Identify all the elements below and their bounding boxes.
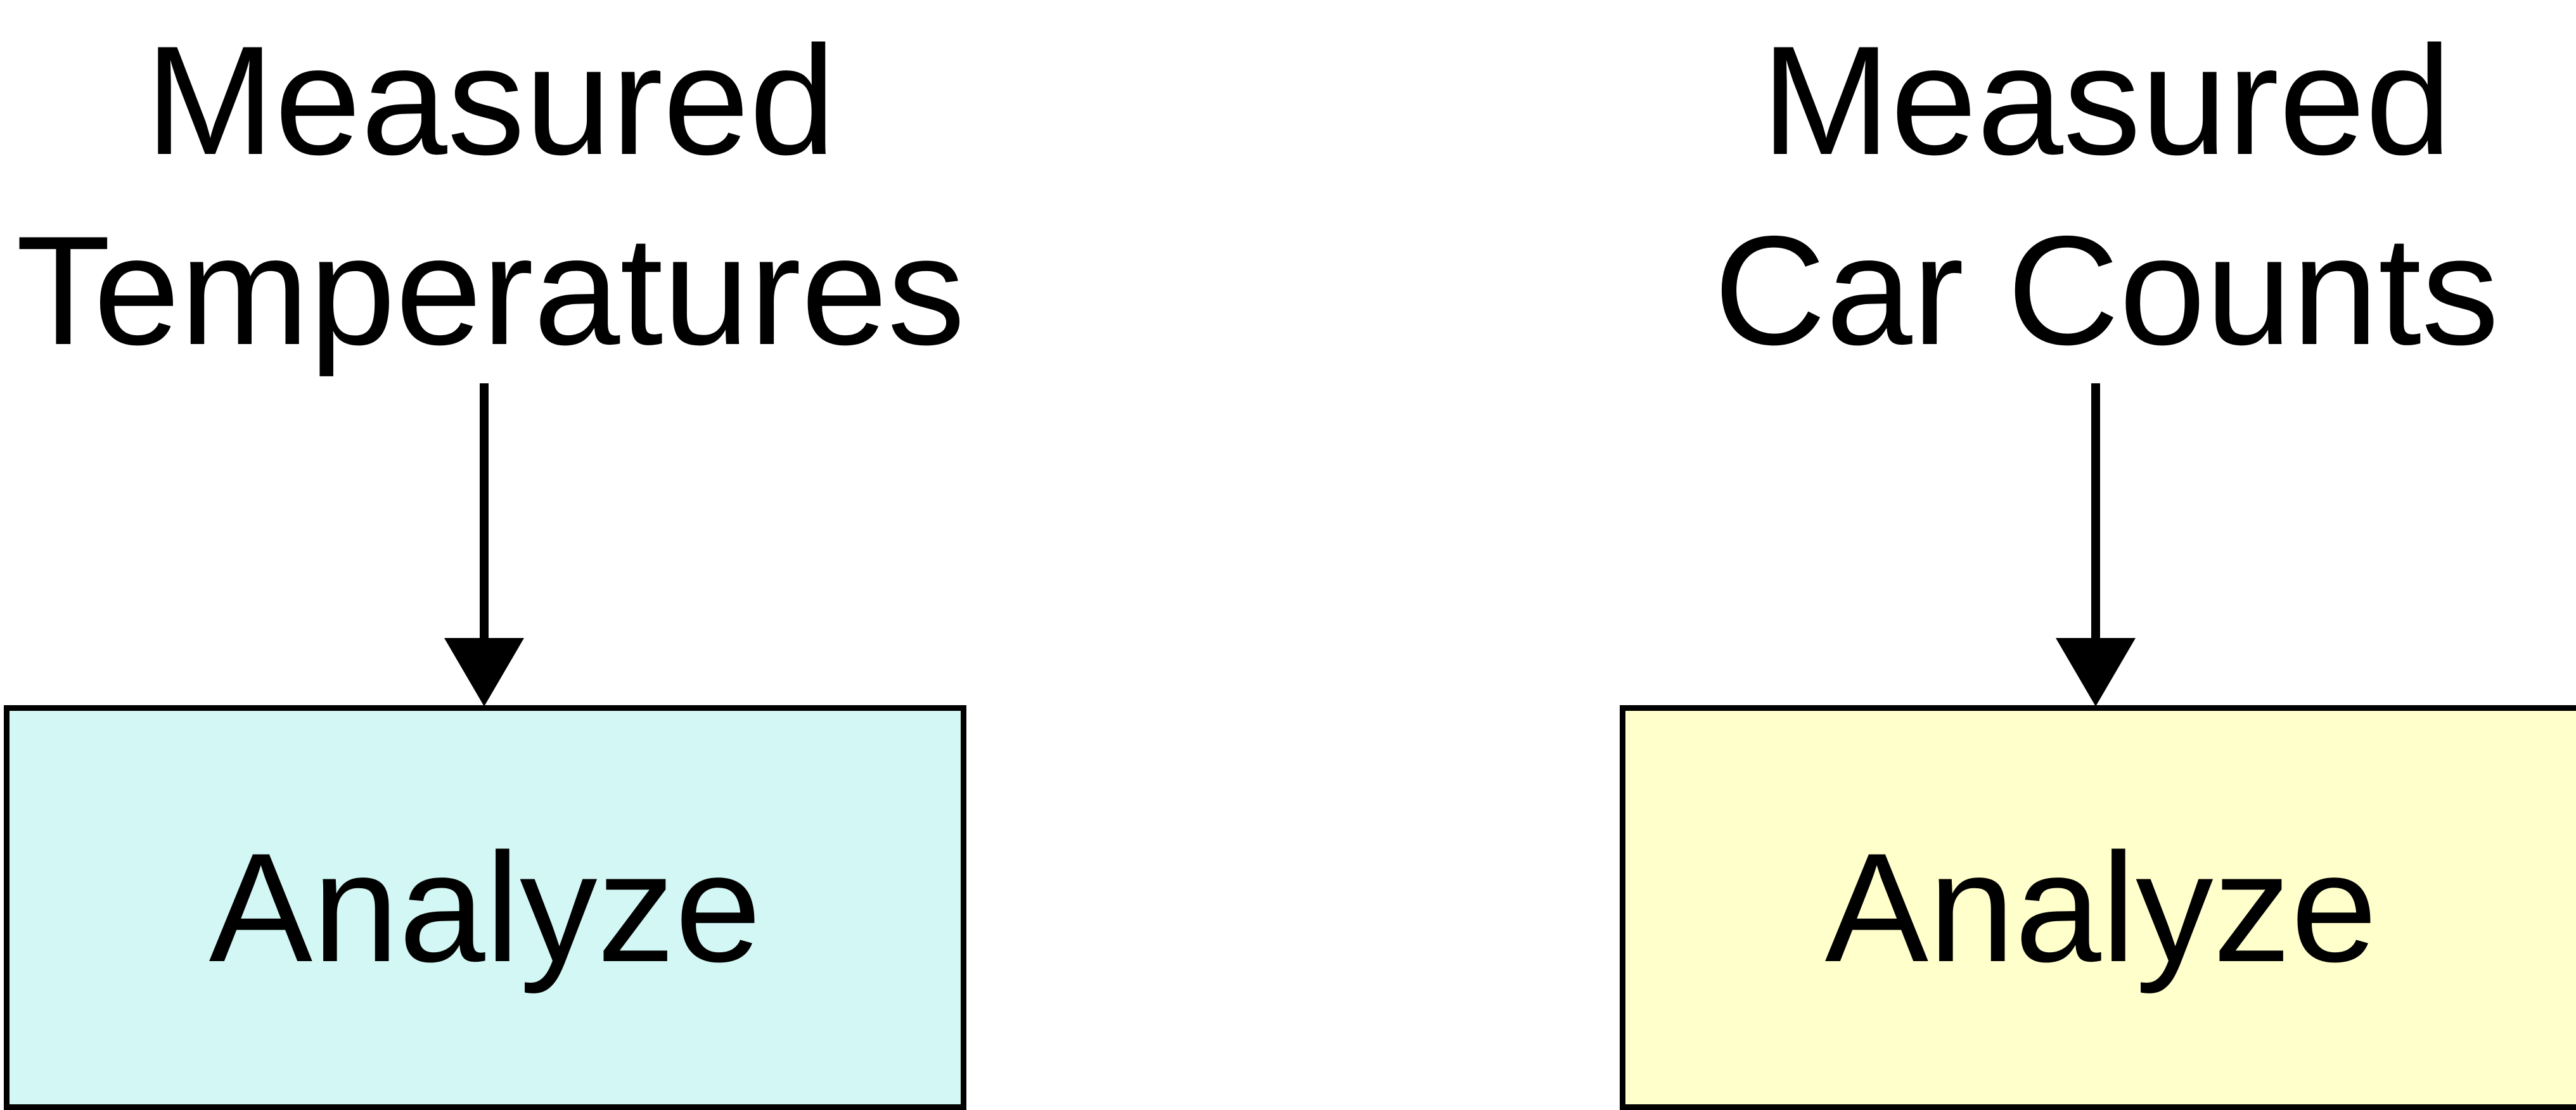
flow-temperatures: Measured Temperatures Analyze <box>4 0 977 1110</box>
process-label: Analyze <box>1824 820 2378 994</box>
arrow-car-counts-to-analyze <box>2056 383 2136 706</box>
source-label-line-2: Car Counts <box>1714 203 2499 377</box>
process-label: Analyze <box>208 820 762 994</box>
source-label-car-counts: Measured Car Counts <box>1620 5 2576 385</box>
source-label-line-1: Measured <box>1761 13 2452 187</box>
source-label-line-2: Temperatures <box>16 203 965 377</box>
source-label-temperatures: Measured Temperatures <box>4 5 977 385</box>
arrow-head <box>444 638 524 706</box>
flow-car-counts: Measured Car Counts Analyze <box>1620 0 2576 1110</box>
source-label-line-1: Measured <box>145 13 836 187</box>
arrow-temperatures-to-analyze <box>444 383 524 706</box>
process-box-analyze-car-counts: Analyze <box>1620 705 2576 1110</box>
process-box-analyze-temperatures: Analyze <box>4 705 966 1110</box>
arrow-head <box>2056 638 2136 706</box>
